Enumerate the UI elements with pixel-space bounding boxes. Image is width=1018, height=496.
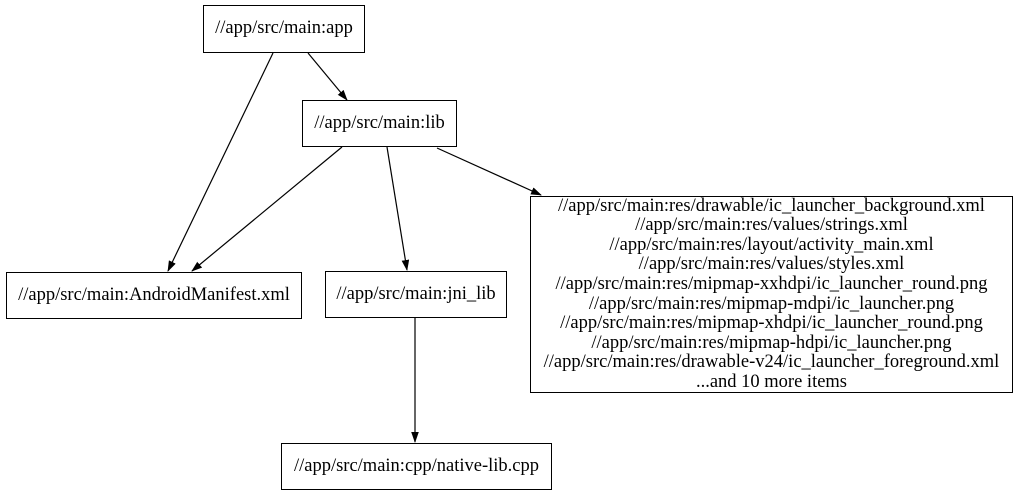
edge-lib-to-manifest bbox=[191, 146, 343, 272]
edge-app-to-manifest bbox=[167, 52, 274, 272]
graph-node-native-cpp: //app/src/main:cpp/native-lib.cpp bbox=[281, 443, 552, 490]
graph-node-res-group-label: //app/src/main:res/drawable/ic_launcher_… bbox=[543, 195, 1000, 392]
graph-node-app: //app/src/main:app bbox=[203, 5, 365, 53]
graph-node-android-manifest-label: //app/src/main:AndroidManifest.xml bbox=[18, 284, 290, 305]
graph-node-jni-lib: //app/src/main:jni_lib bbox=[325, 271, 507, 318]
graph-node-res-group: //app/src/main:res/drawable/ic_launcher_… bbox=[530, 196, 1013, 393]
graph-node-lib-label: //app/src/main:lib bbox=[314, 112, 445, 133]
graph-node-jni-lib-label: //app/src/main:jni_lib bbox=[336, 283, 496, 304]
graph-node-native-cpp-label: //app/src/main:cpp/native-lib.cpp bbox=[293, 455, 540, 476]
graph-node-app-label: //app/src/main:app bbox=[215, 18, 353, 39]
edge-lib-to-jni-lib bbox=[386, 146, 410, 271]
edge-lib-to-res-group bbox=[436, 147, 542, 196]
graph-node-lib: //app/src/main:lib bbox=[302, 100, 457, 147]
graph-node-android-manifest: //app/src/main:AndroidManifest.xml bbox=[6, 272, 302, 319]
edge-app-to-lib bbox=[307, 52, 348, 101]
